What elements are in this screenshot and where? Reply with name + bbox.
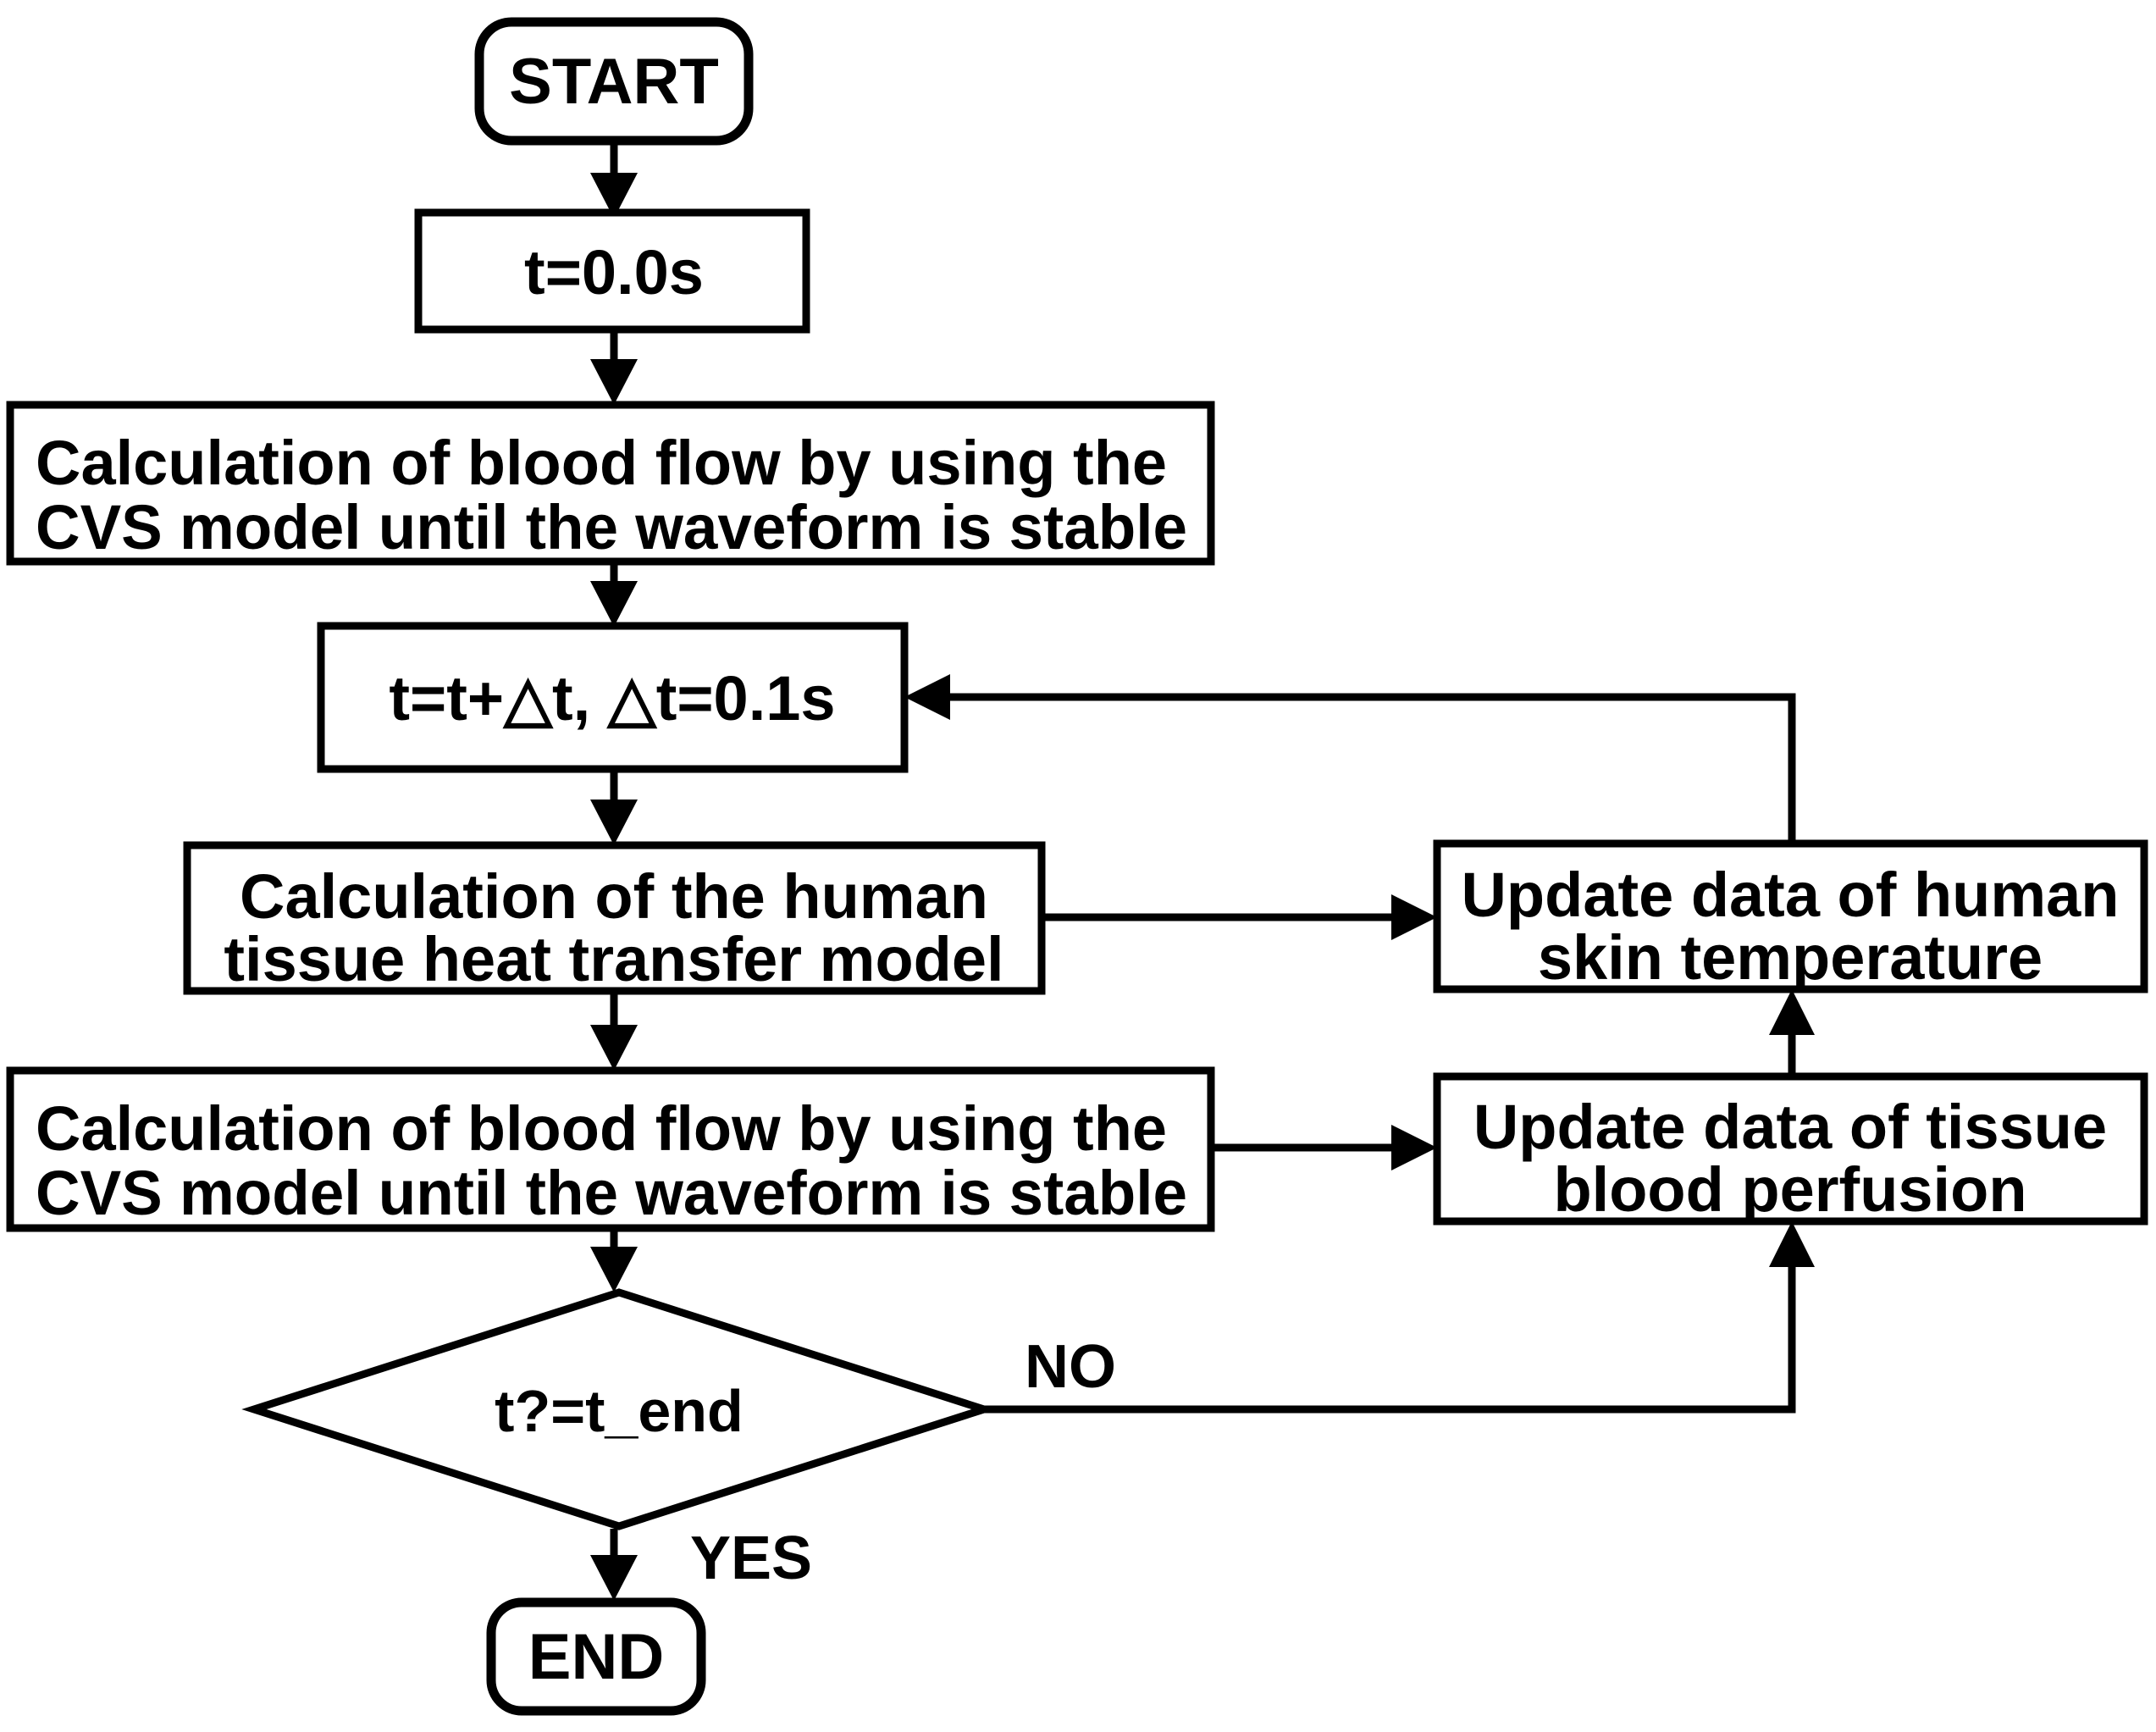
end-label: END [528,1621,664,1693]
update-skin-line1: Update data of human [1461,860,2119,930]
edge-heat-model-to-cvs-loop [590,991,638,1071]
node-end[interactable]: END [486,1597,706,1716]
heat-model-line1: Calculation of the human [240,861,988,932]
edge-cvs-loop-to-update-perfusion [1212,1125,1437,1170]
cvs-loop-line1: Calculation of blood flow by using the [36,1093,1167,1164]
node-cvs-init[interactable]: Calculation of blood flow by using the C… [6,401,1215,566]
cvs-init-shape [6,401,1215,566]
edge-init-to-cvs-init [590,329,638,405]
node-time-step[interactable]: t=t+△t, △t=0.1s [317,622,909,773]
node-update-blood-perfusion[interactable]: Update data of tissue blood perfusion [1433,1072,2148,1226]
edge-label-yes: YES [690,1524,812,1592]
start-label: START [509,46,719,118]
update-skin-line2: skin temperature [1538,922,2043,993]
edge-start-to-init [590,141,638,219]
edge-cvs-init-to-timestep [590,562,638,627]
edge-update-skin-to-timestep [904,674,1796,843]
decision-label: t?=t_end [495,1378,744,1444]
end-shape [486,1597,706,1716]
init-time-shape [414,208,810,334]
cvs-loop-shape [6,1066,1215,1232]
cvs-loop-line2: CVS model until the waveform is stable [36,1158,1187,1228]
edge-decision-no-to-update-perfusion [984,1221,1815,1414]
node-cvs-loop[interactable]: Calculation of blood flow by using the C… [6,1066,1215,1232]
edge-cvs-loop-to-decision [590,1229,638,1292]
time-step-label: t=t+△t, △t=0.1s [389,663,835,733]
init-time-label: t=0.0s [524,237,704,307]
update-perfusion-line1: Update data of tissue [1473,1092,2107,1162]
start-shape [474,17,754,146]
edge-timestep-to-heat-model [590,769,638,845]
cvs-init-line1: Calculation of blood flow by using the [36,428,1167,498]
heat-model-line2: tissue heat transfer model [224,924,1003,994]
decision-shape [241,1288,997,1530]
node-start[interactable]: START [474,17,754,146]
node-heat-model[interactable]: Calculation of the human tissue heat tra… [183,841,1046,995]
update-perfusion-line2: blood perfusion [1553,1154,2026,1225]
node-update-skin-temperature[interactable]: Update data of human skin temperature [1433,839,2148,993]
node-init-time[interactable]: t=0.0s [414,208,810,334]
update-perfusion-shape [1433,1072,2148,1226]
edge-label-no: NO [1025,1333,1116,1401]
update-skin-shape [1433,839,2148,993]
node-decision[interactable]: t?=t_end [241,1288,997,1530]
edge-heat-model-to-update-skin [1042,894,1437,940]
edge-update-perfusion-to-update-skin [1769,989,1815,1076]
heat-model-shape [183,841,1046,995]
cvs-init-line2: CVS model until the waveform is stable [36,492,1187,562]
edge-decision-yes-to-end [590,1529,638,1601]
time-step-shape [317,622,909,773]
